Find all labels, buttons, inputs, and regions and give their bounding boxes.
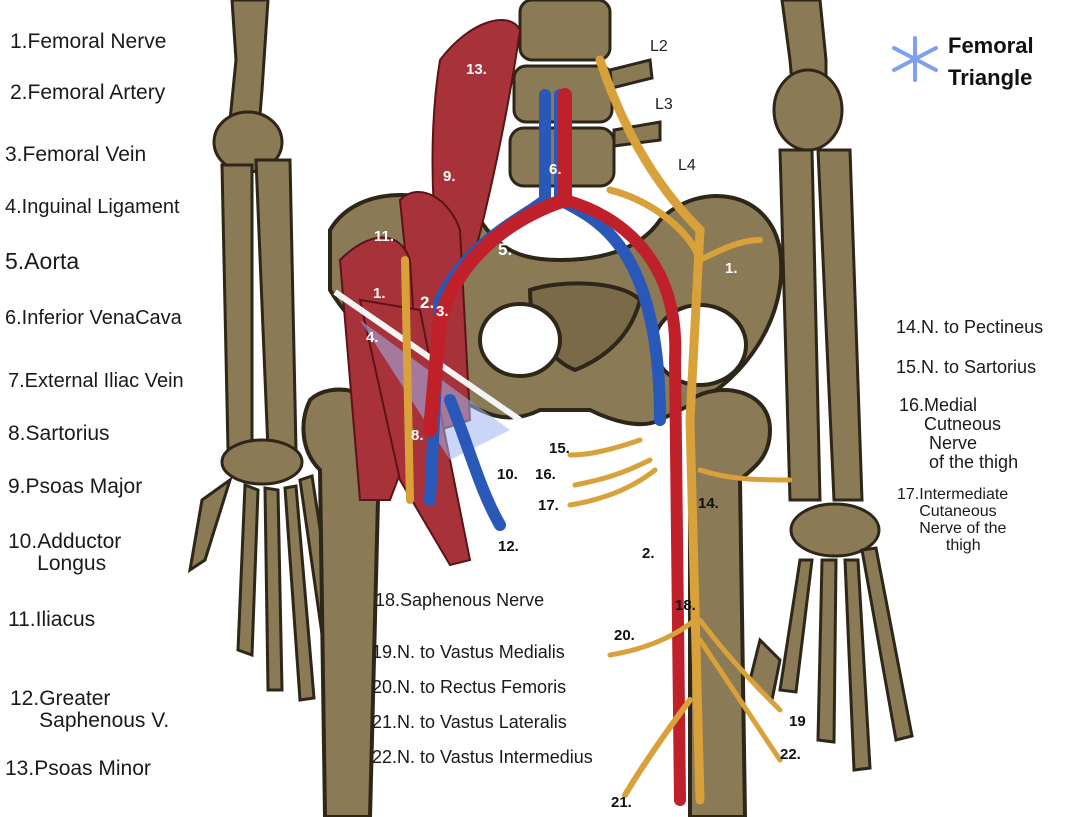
asterisk-icon: [892, 36, 938, 82]
legend-item-psoas-major: 9.Psoas Major: [8, 475, 143, 498]
label-15: 15.: [549, 440, 570, 457]
label-5: 5.: [498, 240, 513, 259]
legend-item-femoral-nerve: 1.Femoral Nerve: [10, 30, 167, 53]
label-3: 3.: [436, 303, 449, 320]
nerves: [401, 55, 793, 805]
inguinal-ligament: [333, 289, 522, 423]
label-19: 19: [789, 713, 806, 730]
label-18: 18.: [675, 597, 696, 614]
legend-item-n-to-sartorius: 15.N. to Sartorius: [896, 357, 1037, 377]
label-22: 22.: [780, 746, 801, 763]
legend-item-n-to-vastus-intermedius: 22.N. to Vastus Intermedius: [372, 747, 593, 767]
label-21: 21.: [611, 794, 632, 811]
legend-item-psoas-minor: 13.Psoas Minor: [5, 757, 151, 780]
label-14: 14.: [698, 495, 719, 512]
legend-item-saphenous-nerve: 18.Saphenous Nerve: [375, 590, 545, 610]
legend-item-n-to-vastus-lateralis: 21.N. to Vastus Lateralis: [372, 712, 567, 732]
legend-item-inferior-vena-cava: 6.Inferior VenaCava: [5, 307, 182, 329]
legend-item-inguinal-ligament: 4.Inguinal Ligament: [5, 196, 180, 218]
label-16: 16.: [535, 466, 556, 483]
legend-item-aorta: 5.Aorta: [5, 248, 80, 274]
label-4: 4.: [366, 329, 379, 346]
label-13: 13.: [466, 61, 487, 78]
label-9: 9.: [443, 168, 456, 185]
legend-item-medial-cutaneous-nerve: 16.Medial Cutneous Nerve of the thigh: [899, 395, 1019, 472]
legend-item-iliacus: 11.Iliacus: [8, 608, 96, 631]
right-arm-bones: [748, 0, 914, 772]
legend-item-n-to-pectineus: 14.N. to Pectineus: [896, 317, 1044, 337]
legend-item-n-to-vastus-medialis: 19.N. to Vastus Medialis: [372, 642, 565, 662]
legend-item-external-iliac-vein: 7.External Iliac Vein: [8, 370, 184, 392]
spine-label-l2: L2: [650, 38, 668, 55]
great-vessels: [423, 88, 686, 806]
label-10: 10.: [497, 466, 518, 483]
legend-item-n-to-rectus-femoris: 20.N. to Rectus Femoris: [372, 677, 567, 697]
label-20: 20.: [614, 627, 635, 644]
label-6: 6.: [549, 161, 562, 178]
label-2-left: 2.: [420, 293, 435, 312]
legend-item-femoral-artery: 2.Femoral Artery: [10, 81, 166, 104]
label-1-right: 1.: [725, 260, 738, 277]
spine-label-l4: L4: [678, 157, 696, 174]
femoral-triangle-title: Femoral Triangle: [948, 33, 1034, 90]
label-2-right: 2.: [642, 545, 655, 562]
label-1-left: 1.: [373, 285, 386, 302]
legend-item-sartorius: 8.Sartorius: [8, 422, 110, 445]
label-17: 17.: [538, 497, 559, 514]
legend-item-greater-saphenous-vein: 12.Greater Saphenous V.: [10, 687, 170, 732]
label-12: 12.: [498, 538, 519, 555]
label-11: 11.: [374, 228, 395, 245]
label-8: 8.: [411, 427, 424, 444]
legend-item-femoral-vein: 3.Femoral Vein: [5, 143, 147, 166]
legend-item-intermediate-cutaneous-nerve: 17.Intermediate Cutaneous Nerve of the t…: [897, 486, 1009, 554]
legend-item-adductor-longus: 10.Adductor Longus: [8, 530, 122, 575]
spine-label-l3: L3: [655, 96, 673, 113]
